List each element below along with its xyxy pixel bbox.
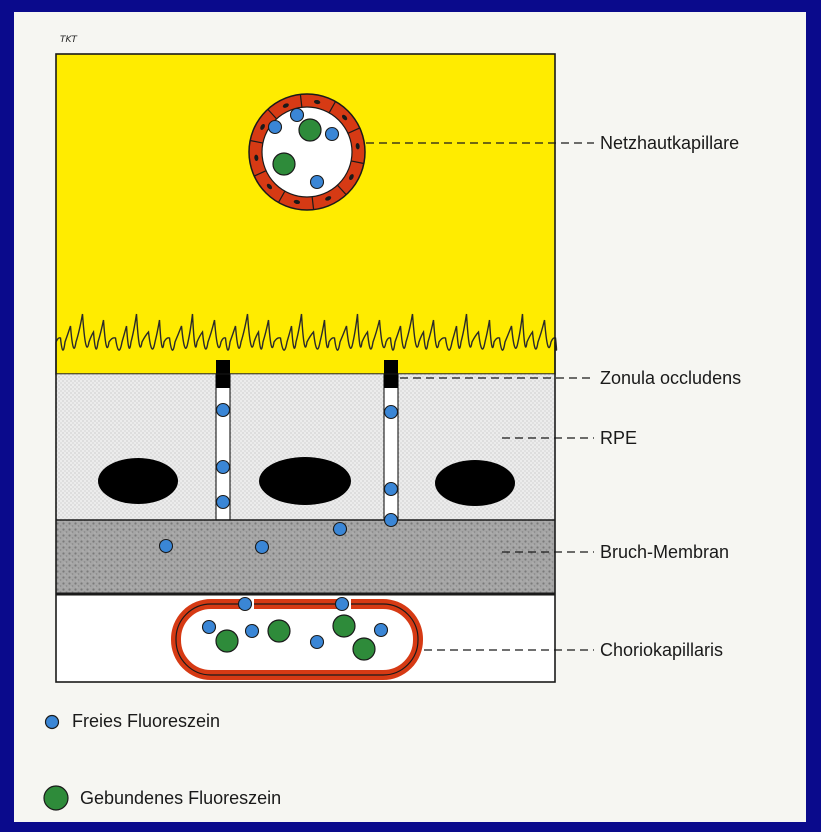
legend-bound-fluorescein: Gebundenes Fluoreszein [42,784,281,812]
free-fluorescein-molecule [160,540,173,553]
label-choriokapillaris: Choriokapillaris [600,640,723,660]
free-fluorescein-icon [42,712,62,732]
free-fluorescein-molecule [326,128,339,141]
label-zonula-occludens: Zonula occludens [600,368,741,388]
free-fluorescein-molecule [375,624,388,637]
free-fluorescein-molecule [217,496,230,509]
free-fluorescein-molecule [246,625,259,638]
free-fluorescein-molecule [336,598,349,611]
free-fluorescein-molecule [385,483,398,496]
bruch-membrane [56,520,555,594]
free-fluorescein-molecule [311,636,324,649]
free-fluorescein-molecule [385,406,398,419]
choriocapillaris-vessel [176,604,418,675]
bound-fluorescein-icon [42,784,70,812]
free-fluorescein-molecule [217,461,230,474]
free-fluorescein-molecule [334,523,347,536]
free-fluorescein-molecule [311,176,324,189]
rpe-nucleus [259,457,351,505]
legend-free-label: Freies Fluoreszein [72,711,220,732]
rpe-nucleus [435,460,515,506]
legend-bound-label: Gebundenes Fluoreszein [80,788,281,809]
bound-fluorescein-molecule [216,630,238,652]
bound-fluorescein-molecule [273,153,295,175]
rpe-nucleus [98,458,178,504]
bound-fluorescein-molecule [299,119,321,141]
label-netzhautkapillare: Netzhautkapillare [600,133,739,153]
diagram-paper: TKT [14,12,806,822]
bound-fluorescein-molecule [268,620,290,642]
bound-fluorescein-molecule [333,615,355,637]
rpe-gap-right [384,374,398,520]
free-fluorescein-molecule [291,109,304,122]
free-fluorescein-molecule [203,621,216,634]
free-fluorescein-molecule [256,541,269,554]
free-fluorescein-molecule [239,598,252,611]
bound-fluorescein-molecule [353,638,375,660]
legend-free-fluorescein: Freies Fluoreszein [42,711,220,732]
free-fluorescein-molecule [269,121,282,134]
label-rpe: RPE [600,428,637,448]
free-fluorescein-molecule [217,404,230,417]
label-bruch-membran: Bruch-Membran [600,542,729,562]
free-fluorescein-molecule [385,514,398,527]
